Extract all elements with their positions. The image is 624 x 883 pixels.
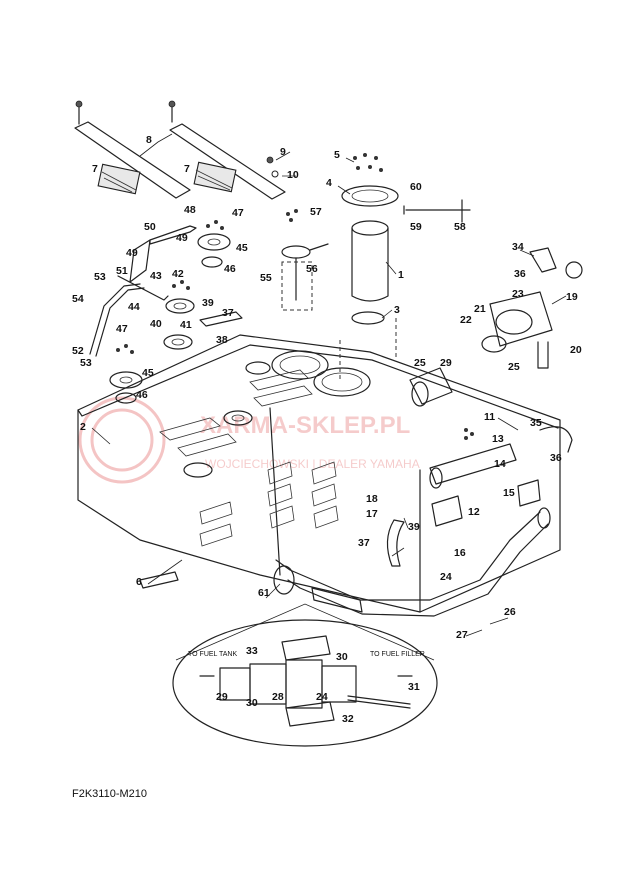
callout-61: 61 xyxy=(258,587,270,599)
callout-43: 43 xyxy=(150,270,162,282)
watermark: XARMA-SKLEP.PL WOJCIECHOWSKI | DEALER YA… xyxy=(78,396,420,484)
callout-24b: 24 xyxy=(316,691,328,703)
callout-10: 10 xyxy=(287,169,299,181)
callout-30b: 30 xyxy=(246,697,258,709)
callout-45b: 45 xyxy=(142,367,154,379)
to-fuel-tank-label: TO FUEL TANK xyxy=(188,651,237,658)
callout-9: 9 xyxy=(280,146,286,158)
callout-53a: 53 xyxy=(94,271,106,283)
callout-18: 18 xyxy=(366,493,378,505)
callout-7b: 7 xyxy=(184,163,190,175)
callout-51: 51 xyxy=(116,265,128,277)
callout-54: 54 xyxy=(72,293,84,305)
callout-53b: 53 xyxy=(80,357,92,369)
callout-4: 4 xyxy=(326,177,332,189)
callout-47a: 47 xyxy=(232,207,244,219)
callout-47b: 47 xyxy=(116,323,128,335)
callout-11: 11 xyxy=(484,411,495,423)
callout-37b: 37 xyxy=(358,537,370,549)
callout-30a: 30 xyxy=(336,651,348,663)
filler-pipe xyxy=(273,507,551,617)
callout-48: 48 xyxy=(184,204,196,216)
callout-36b: 36 xyxy=(550,452,562,464)
callout-60: 60 xyxy=(410,181,422,193)
callout-25b: 25 xyxy=(508,361,520,373)
callout-2: 2 xyxy=(80,421,86,433)
callout-6: 6 xyxy=(136,576,142,588)
sending-unit xyxy=(281,209,329,311)
callout-25a: 25 xyxy=(414,357,426,369)
callout-8: 8 xyxy=(146,134,152,146)
to-fuel-filler-label: TO FUEL FILLER xyxy=(370,651,425,658)
leader-lines xyxy=(91,133,567,637)
left-brackets xyxy=(89,220,243,404)
callout-14: 14 xyxy=(494,458,506,470)
callout-49a: 49 xyxy=(176,232,188,244)
callout-23: 23 xyxy=(512,288,524,300)
callout-52: 52 xyxy=(72,345,84,357)
callout-12: 12 xyxy=(468,506,480,518)
charcoal-canister xyxy=(429,428,541,527)
callout-28: 28 xyxy=(272,691,284,703)
callout-37a: 37 xyxy=(222,307,234,319)
callout-27: 27 xyxy=(456,629,468,641)
tank-openings xyxy=(183,350,371,478)
tank-slots xyxy=(159,369,339,547)
callout-31: 31 xyxy=(408,681,420,693)
callout-39a: 39 xyxy=(202,297,214,309)
callout-22: 22 xyxy=(460,314,472,326)
callout-16: 16 xyxy=(454,547,466,559)
callout-17: 17 xyxy=(366,508,378,520)
callout-58: 58 xyxy=(454,221,466,233)
callout-24a: 24 xyxy=(440,571,452,583)
callout-13: 13 xyxy=(492,433,504,445)
callout-38: 38 xyxy=(216,334,228,346)
callout-19: 19 xyxy=(566,291,578,303)
diagram-code: F2K3110-M210 xyxy=(72,788,148,800)
callouts: 1 2 3 4 5 6 7 7 8 9 10 11 12 13 14 15 16… xyxy=(72,134,582,725)
callout-56: 56 xyxy=(306,263,318,275)
callout-1: 1 xyxy=(398,269,404,281)
callout-55: 55 xyxy=(260,272,272,284)
callout-44: 44 xyxy=(128,301,140,313)
callout-26: 26 xyxy=(504,606,516,618)
callout-21: 21 xyxy=(474,303,486,315)
callout-45a: 45 xyxy=(236,242,248,254)
callout-42: 42 xyxy=(172,268,184,280)
callout-3: 3 xyxy=(394,304,400,316)
callout-59: 59 xyxy=(410,221,422,233)
fuel-pump-assembly xyxy=(339,153,399,380)
callout-46a: 46 xyxy=(224,263,236,275)
callout-50: 50 xyxy=(144,221,156,233)
detail-view: TO FUEL TANK TO FUEL FILLER xyxy=(172,603,438,747)
callout-15: 15 xyxy=(503,487,515,499)
callout-40: 40 xyxy=(150,318,162,330)
fuel-tank xyxy=(77,334,561,613)
callout-29a: 29 xyxy=(440,357,452,369)
filler-parts xyxy=(403,199,583,453)
callout-32: 32 xyxy=(342,713,354,725)
callout-7a: 7 xyxy=(92,163,98,175)
callout-36a: 36 xyxy=(514,268,526,280)
callout-29b: 29 xyxy=(216,691,228,703)
callout-5: 5 xyxy=(334,149,340,161)
tank-straps xyxy=(74,100,286,200)
callout-20: 20 xyxy=(570,344,582,356)
callout-39b: 39 xyxy=(408,521,420,533)
callout-34: 34 xyxy=(512,241,524,253)
callout-49b: 49 xyxy=(126,247,138,259)
callout-46b: 46 xyxy=(136,389,148,401)
watermark-brand: XARMA-SKLEP.PL xyxy=(200,412,410,439)
callout-35: 35 xyxy=(530,417,542,429)
callout-41: 41 xyxy=(180,319,192,331)
callout-57: 57 xyxy=(310,206,322,218)
watermark-subtitle: WOJCIECHOWSKI | DEALER YAMAHA xyxy=(205,457,420,471)
callout-33: 33 xyxy=(246,645,258,657)
